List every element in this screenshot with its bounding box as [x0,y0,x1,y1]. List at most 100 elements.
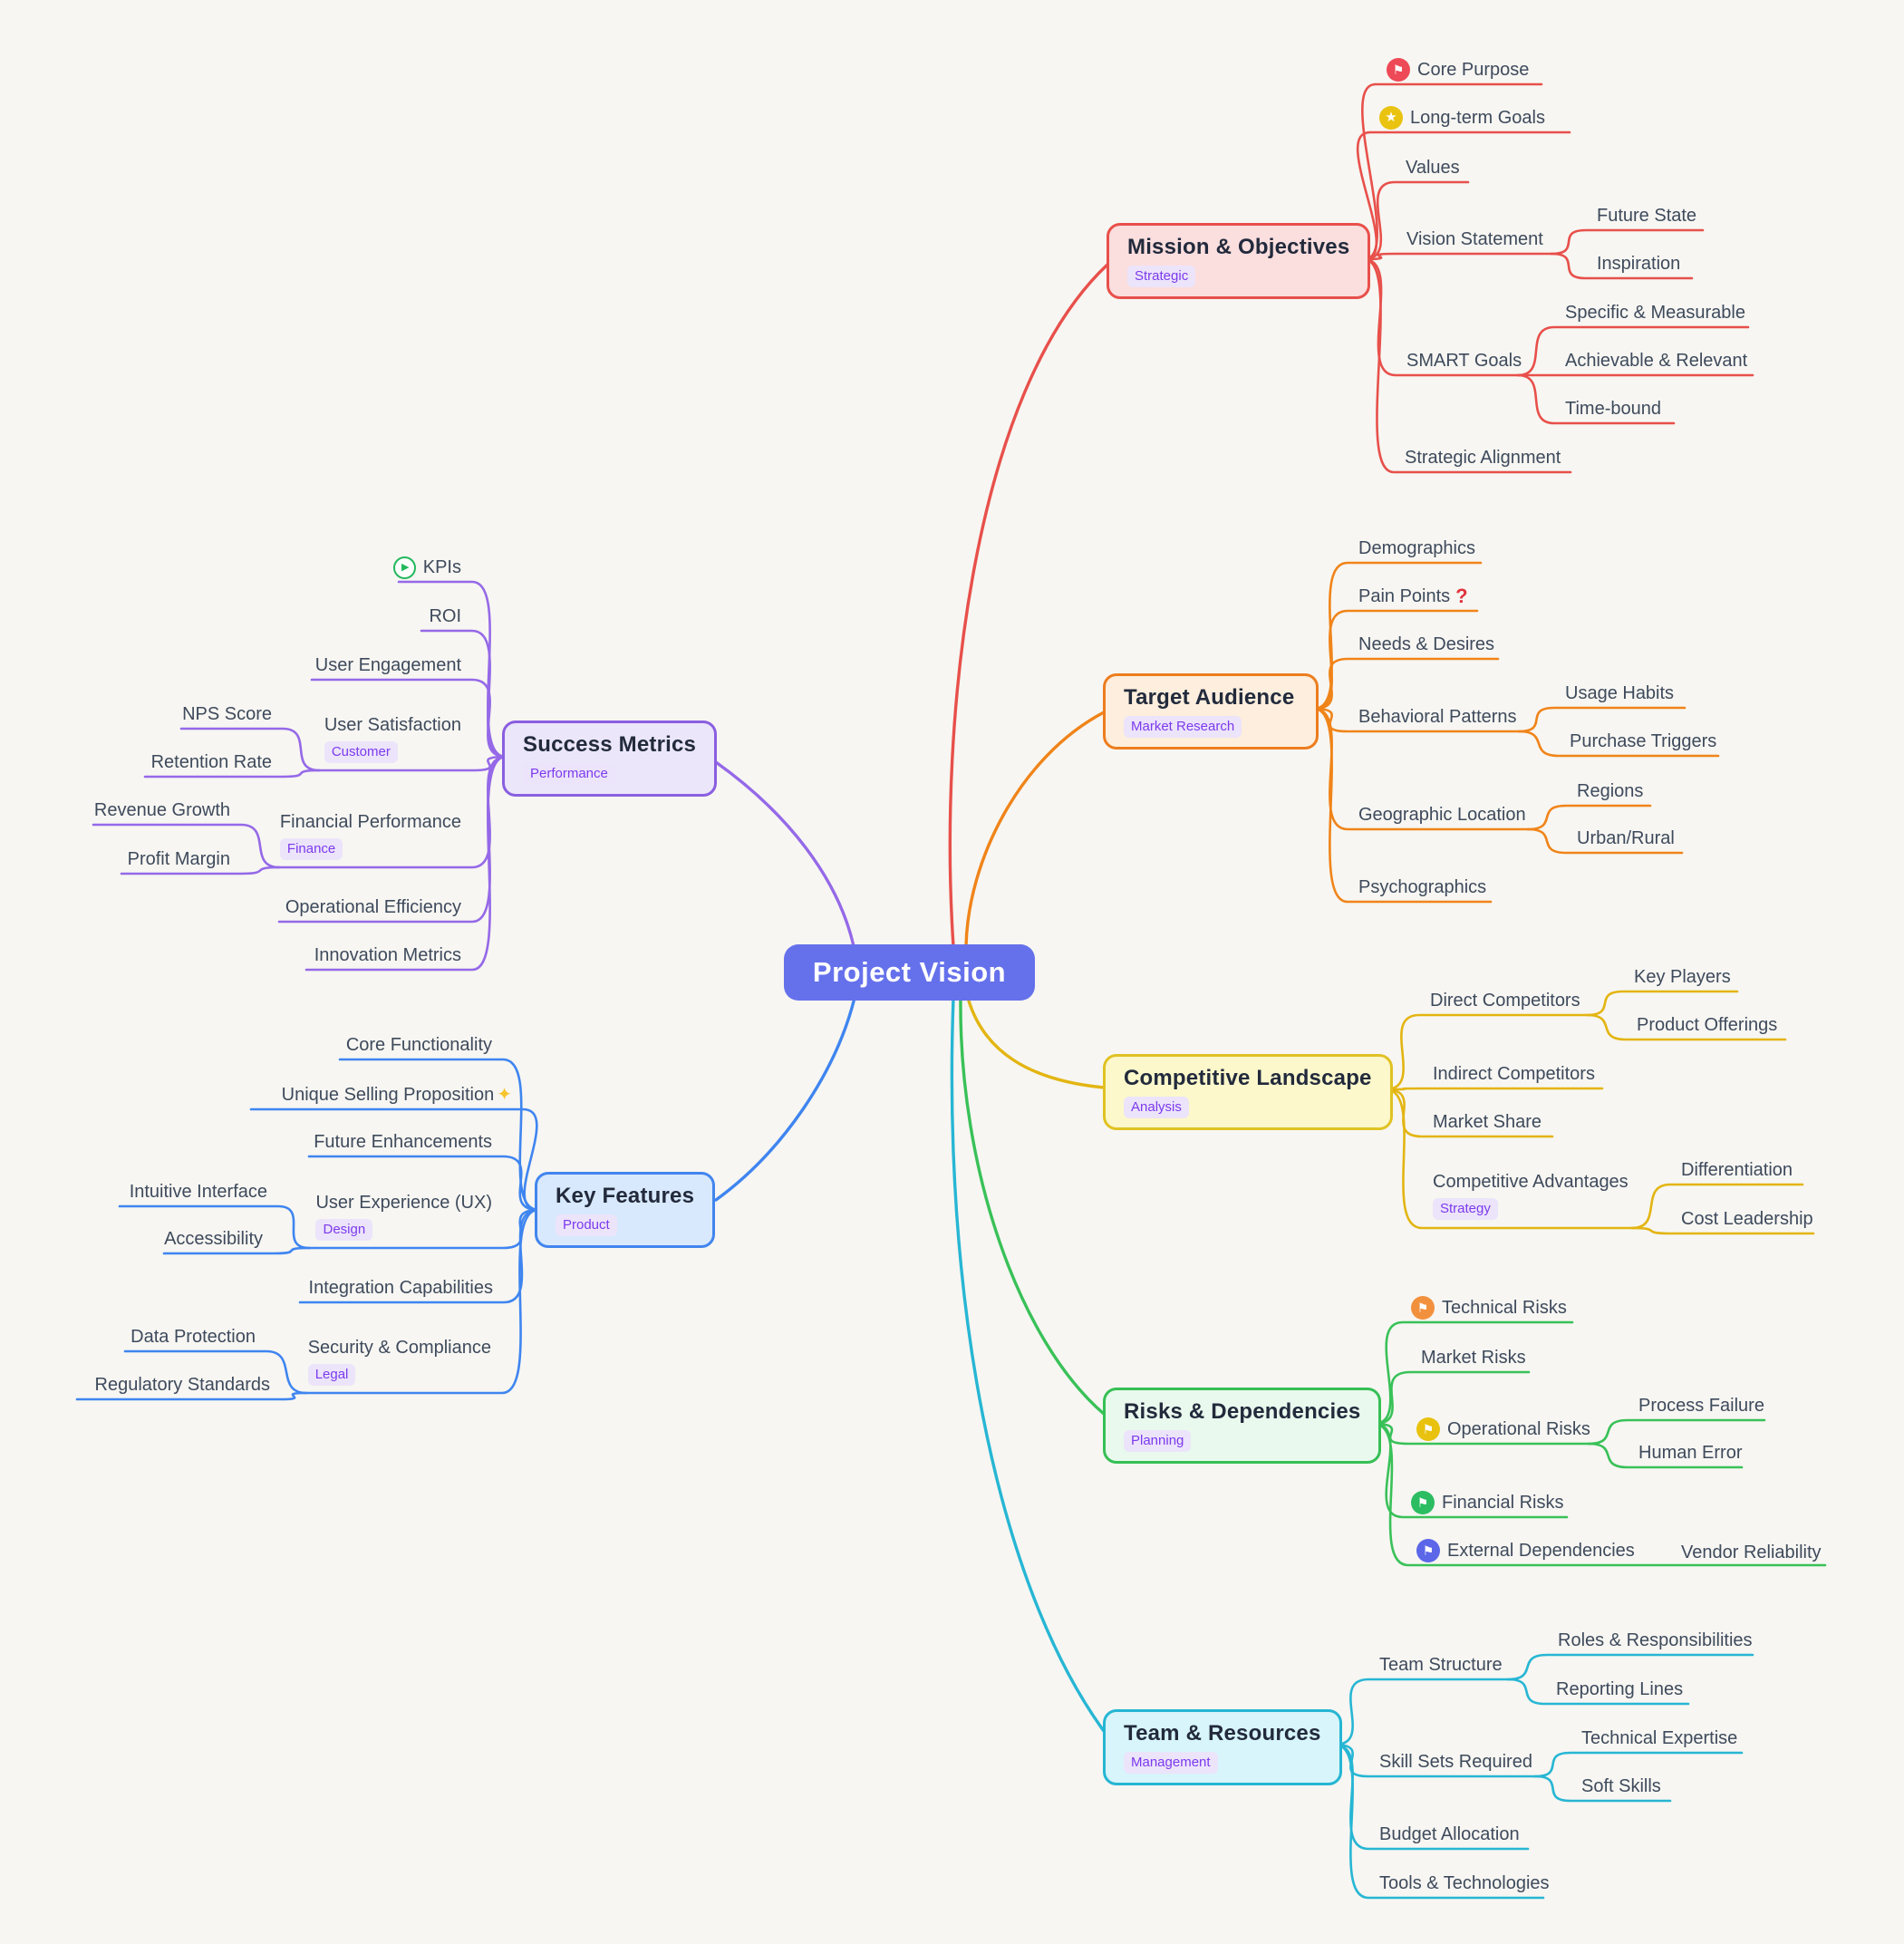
node-integration-capabilities[interactable]: Integration Capabilities [308,1278,493,1298]
node-urban-rural[interactable]: Urban/Rural [1577,828,1675,848]
risks-edges [1372,1320,1827,1567]
node-regions[interactable]: Regions [1577,781,1644,801]
features-edges [75,1058,540,1401]
node-competitive-advantages[interactable]: Competitive Advantages Strategy [1433,1168,1629,1220]
topic-competitive-landscape[interactable]: Competitive Landscape Analysis [1103,1054,1393,1130]
node-indirect-competitors[interactable]: Indirect Competitors [1433,1064,1595,1084]
node-differentiation[interactable]: Differentiation [1681,1160,1793,1180]
node-vendor-reliability[interactable]: Vendor Reliability [1681,1543,1822,1562]
node-team-structure[interactable]: Team Structure [1379,1655,1503,1675]
node-psychographics[interactable]: Psychographics [1358,877,1487,897]
topic-mission-objectives[interactable]: Mission & Objectives Strategic [1107,223,1371,299]
node-smart-goals[interactable]: SMART Goals [1406,351,1522,371]
node-future-enhancements[interactable]: Future Enhancements [314,1132,492,1152]
node-purchase-triggers[interactable]: Purchase Triggers [1570,731,1717,751]
node-roles-responsibilities[interactable]: Roles & Responsibilities [1558,1630,1753,1650]
root-node[interactable]: Project Vision [784,944,1035,1001]
node-soft-skills[interactable]: Soft Skills [1581,1776,1661,1796]
node-strategic-alignment[interactable]: Strategic Alignment [1405,448,1561,468]
competitive-edges [1384,990,1815,1235]
node-operational-efficiency[interactable]: Operational Efficiency [285,897,461,917]
node-intuitive-interface[interactable]: Intuitive Interface [129,1182,267,1202]
node-roi[interactable]: ROI [429,606,461,626]
node-tag: Customer [324,741,398,763]
topic-title: Risks & Dependencies [1124,1399,1361,1424]
node-unique-selling-proposition[interactable]: Unique Selling Proposition ✦ [282,1081,512,1108]
node-behavioral-patterns[interactable]: Behavioral Patterns [1358,707,1517,727]
node-technical-risks[interactable]: ⚑ Technical Risks [1411,1294,1567,1321]
node-nps-score[interactable]: NPS Score [182,704,272,724]
topic-title: Team & Resources [1124,1721,1321,1746]
node-security-compliance[interactable]: Security & Compliance Legal [307,1334,491,1386]
node-user-engagement[interactable]: User Engagement [314,655,461,675]
node-time-bound[interactable]: Time-bound [1565,399,1661,419]
node-future-state[interactable]: Future State [1597,206,1697,226]
topic-title: Competitive Landscape [1124,1066,1372,1090]
node-long-term-goals[interactable]: ★ Long-term Goals [1379,104,1545,131]
node-direct-competitors[interactable]: Direct Competitors [1430,991,1580,1011]
mission-edges [1356,82,1754,474]
red-flag-icon: ⚑ [1387,58,1410,82]
topic-target-audience[interactable]: Target Audience Market Research [1103,673,1319,750]
node-inspiration[interactable]: Inspiration [1597,254,1681,274]
node-key-players[interactable]: Key Players [1634,967,1731,987]
node-pain-points[interactable]: Pain Points ? [1358,583,1468,610]
node-usage-habits[interactable]: Usage Habits [1565,683,1675,703]
node-cost-leadership[interactable]: Cost Leadership [1681,1209,1813,1229]
node-innovation-metrics[interactable]: Innovation Metrics [314,945,461,965]
node-regulatory-standards[interactable]: Regulatory Standards [94,1375,270,1395]
node-tools-technologies[interactable]: Tools & Technologies [1379,1873,1550,1893]
topic-success-metrics[interactable]: Success Metrics Performance [502,721,718,797]
node-data-protection[interactable]: Data Protection [130,1327,256,1347]
node-profit-margin[interactable]: Profit Margin [127,849,230,869]
node-reporting-lines[interactable]: Reporting Lines [1556,1679,1684,1699]
topic-tag: Analysis [1124,1097,1189,1118]
node-user-experience[interactable]: User Experience (UX) Design [315,1189,492,1241]
topic-title: Success Metrics [523,732,697,757]
node-user-satisfaction[interactable]: User Satisfaction Customer [324,711,461,763]
node-geographic-location[interactable]: Geographic Location [1358,805,1526,825]
node-skill-sets-required[interactable]: Skill Sets Required [1379,1752,1532,1772]
topic-key-features[interactable]: Key Features Product [535,1172,716,1248]
topic-tag: Product [556,1214,617,1236]
node-tag: Design [315,1219,373,1241]
node-needs-desires[interactable]: Needs & Desires [1358,634,1495,654]
node-technical-expertise[interactable]: Technical Expertise [1581,1728,1738,1748]
node-financial-risks[interactable]: ⚑ Financial Risks [1411,1489,1563,1516]
node-tag: Finance [279,838,343,860]
question-mark-icon: ? [1455,585,1468,607]
node-values[interactable]: Values [1406,158,1460,178]
topic-tag: Performance [523,763,615,785]
topic-title: Target Audience [1124,685,1295,710]
green-flag-icon: ⚑ [1411,1491,1435,1514]
node-market-share[interactable]: Market Share [1433,1112,1542,1132]
root-label: Project Vision [812,956,1007,988]
node-market-risks[interactable]: Market Risks [1421,1348,1526,1368]
yellow-flag-icon: ⚑ [1416,1417,1440,1441]
node-core-purpose[interactable]: ⚑ Core Purpose [1387,56,1529,83]
node-product-offerings[interactable]: Product Offerings [1637,1015,1778,1035]
node-achievable-relevant[interactable]: Achievable & Relevant [1565,351,1748,371]
node-process-failure[interactable]: Process Failure [1638,1396,1764,1416]
node-core-functionality[interactable]: Core Functionality [345,1035,492,1055]
main-edges [714,263,1109,1733]
node-vision-statement[interactable]: Vision Statement [1406,229,1543,249]
node-operational-risks[interactable]: ⚑ Operational Risks [1416,1416,1590,1443]
topic-risks-dependencies[interactable]: Risks & Dependencies Planning [1103,1388,1382,1464]
node-financial-performance[interactable]: Financial Performance Finance [279,808,461,860]
node-budget-allocation[interactable]: Budget Allocation [1379,1824,1520,1844]
node-accessibility[interactable]: Accessibility [164,1229,263,1249]
node-tag: Strategy [1433,1198,1498,1220]
node-specific-measurable[interactable]: Specific & Measurable [1565,303,1745,323]
yellow-star-icon: ★ [1379,106,1403,130]
node-kpis[interactable]: ▶ KPIs [392,554,461,581]
node-external-dependencies[interactable]: ⚑ External Dependencies [1416,1537,1635,1564]
topic-title: Key Features [556,1184,695,1208]
node-demographics[interactable]: Demographics [1358,538,1475,558]
node-human-error[interactable]: Human Error [1638,1443,1743,1463]
node-retention-rate[interactable]: Retention Rate [150,752,272,772]
node-revenue-growth[interactable]: Revenue Growth [93,800,230,820]
topic-team-resources[interactable]: Team & Resources Management [1103,1709,1342,1785]
